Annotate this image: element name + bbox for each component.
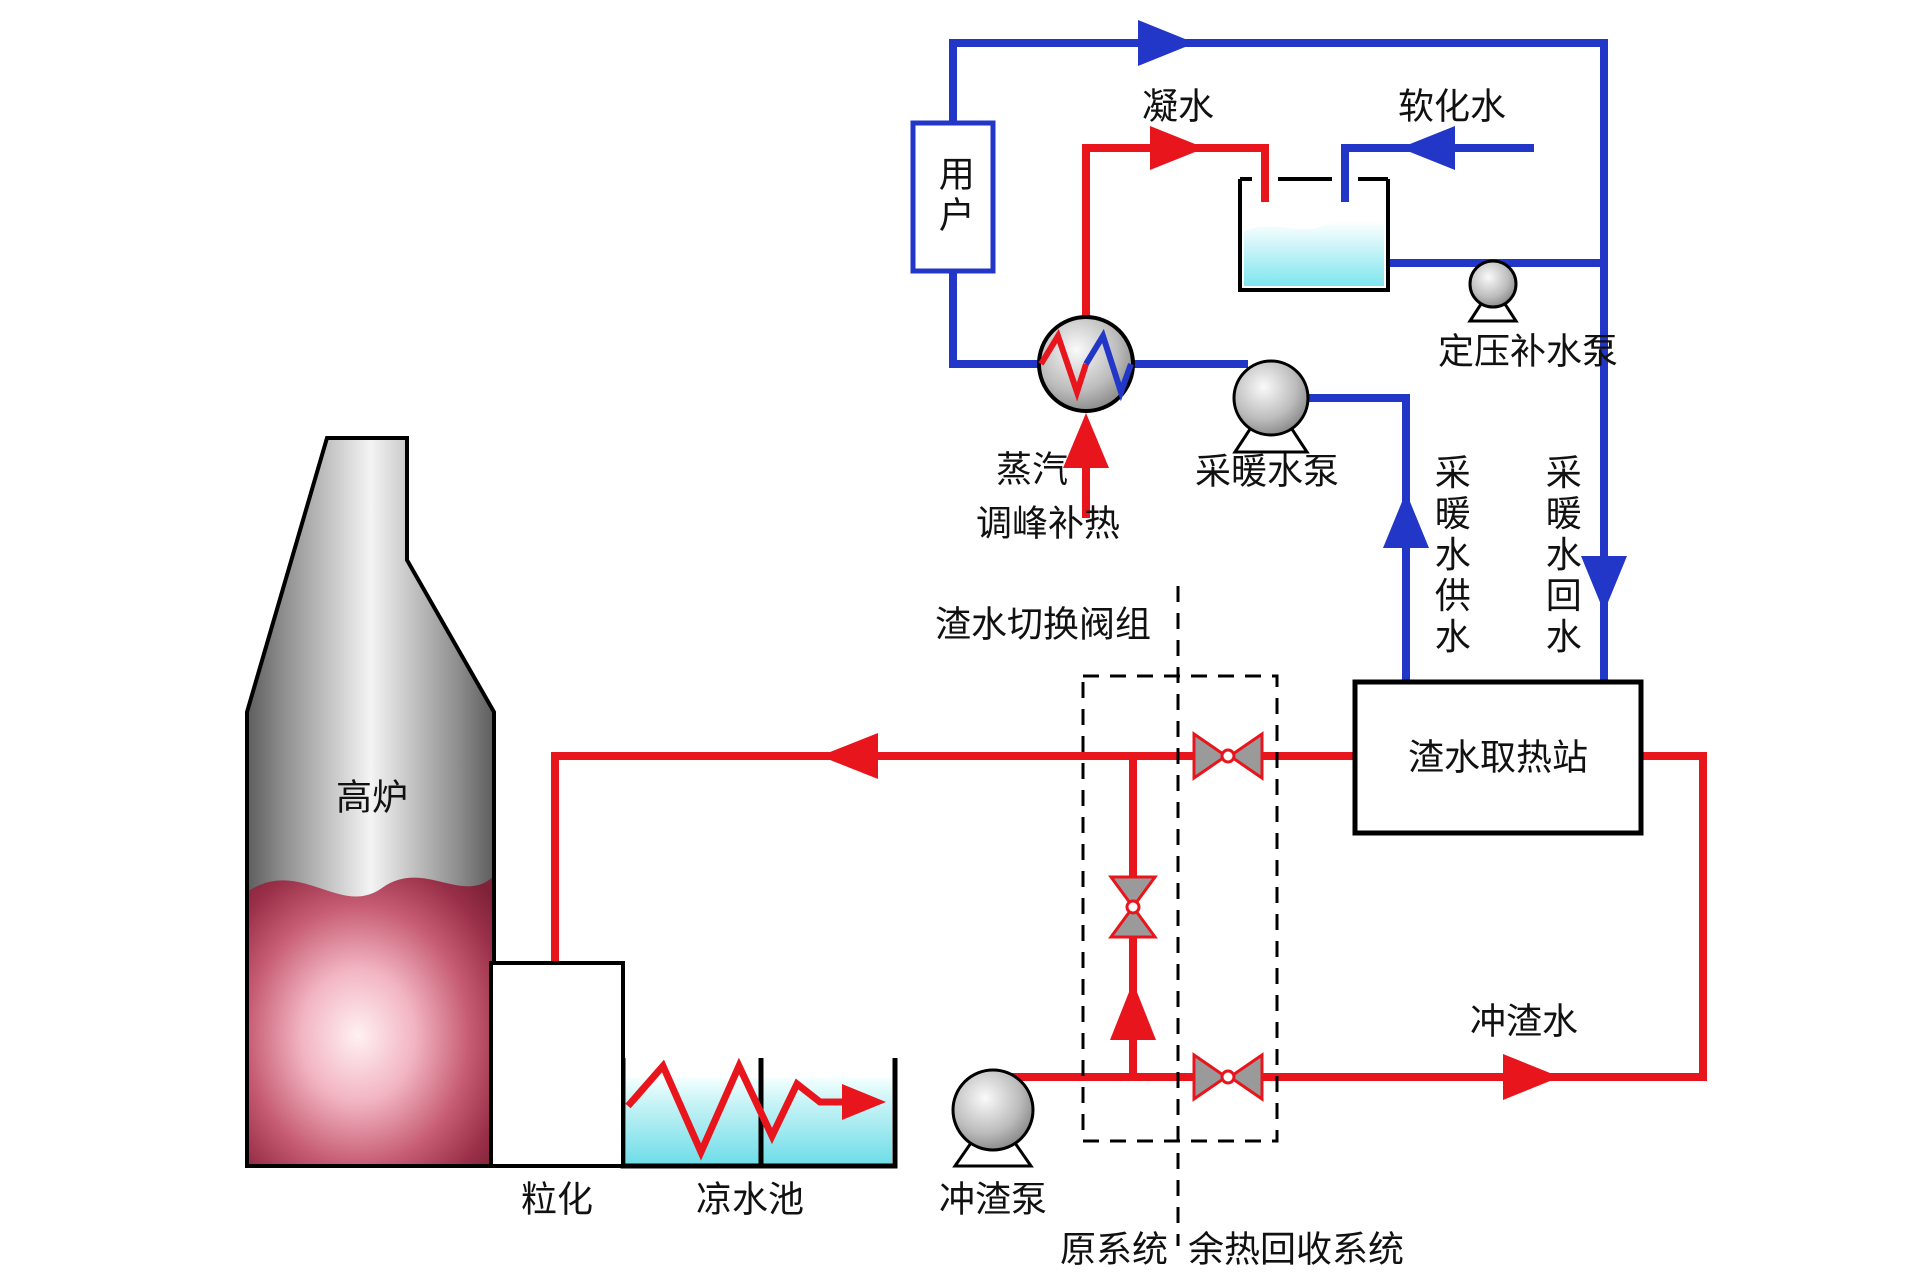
label-condensate: 凝水 bbox=[1141, 86, 1215, 128]
pipe-heating-supply bbox=[1265, 394, 1410, 682]
label-original-system: 原系统 bbox=[1059, 1229, 1169, 1271]
granulation-box bbox=[489, 961, 625, 1168]
pipe-heating-return bbox=[949, 39, 1608, 682]
pipe-user-supply bbox=[949, 271, 1041, 368]
label-heating-pump: 采暖水泵 bbox=[1194, 451, 1340, 493]
arrow-hot-left bbox=[820, 733, 878, 779]
pipe-slag-water-main bbox=[993, 752, 1707, 1081]
makeup-pump-body bbox=[1468, 259, 1518, 309]
slag-water-zigzag bbox=[625, 1057, 844, 1161]
heat-exchanger bbox=[1037, 315, 1135, 413]
label-softened-water: 软化水 bbox=[1397, 86, 1507, 128]
arrow-slag-right bbox=[1503, 1054, 1560, 1100]
arrow-return-down bbox=[1581, 556, 1627, 612]
label-recovery-system: 余热回收系统 bbox=[1187, 1229, 1405, 1271]
heating-water-pump bbox=[1232, 359, 1310, 454]
label-heat-station: 渣水取热站 bbox=[1407, 737, 1589, 779]
valve-hot-supply bbox=[1192, 731, 1264, 781]
tank-border bbox=[1238, 177, 1390, 292]
arrow-supply-up bbox=[1383, 492, 1429, 548]
arrow-bypass-up bbox=[1110, 982, 1156, 1040]
label-steam: 蒸汽 bbox=[995, 449, 1069, 491]
label-user: 用户 bbox=[932, 155, 974, 237]
pipe-softened-water bbox=[1341, 144, 1534, 202]
heat-exchanger-coil-hot bbox=[1038, 328, 1089, 402]
slag-pump bbox=[951, 1068, 1035, 1168]
label-valve-group: 渣水切换阀组 bbox=[934, 604, 1152, 646]
tank-water bbox=[1244, 220, 1384, 286]
slag-pump-body bbox=[951, 1068, 1035, 1152]
pipe-hot-to-granulation bbox=[551, 752, 1355, 975]
expansion-tank bbox=[1242, 181, 1386, 288]
label-peak-heating: 调峰补热 bbox=[975, 503, 1121, 545]
zigzag-arrow-right bbox=[842, 1084, 886, 1120]
label-slag-pump: 冲渣泵 bbox=[938, 1179, 1048, 1221]
label-furnace: 高炉 bbox=[335, 777, 409, 819]
label-return-water: 采暖水回水 bbox=[1539, 453, 1581, 659]
label-makeup-pump: 定压补水泵 bbox=[1437, 331, 1619, 373]
user-box bbox=[910, 120, 996, 274]
arrow-steam-up bbox=[1063, 413, 1109, 468]
heat-station-box bbox=[1352, 679, 1644, 836]
arrow-condensate-right bbox=[1150, 126, 1205, 170]
label-supply-water: 采暖水供水 bbox=[1428, 453, 1470, 659]
arrow-softened-left bbox=[1400, 126, 1455, 170]
arrow-return-right bbox=[1138, 20, 1195, 66]
label-cooling-pool: 凉水池 bbox=[695, 1179, 805, 1221]
heat-exchanger-coil-cold bbox=[1083, 328, 1134, 402]
heating-pump-body bbox=[1232, 359, 1310, 437]
valve-slag-water bbox=[1192, 1052, 1264, 1102]
label-slag-water: 冲渣水 bbox=[1469, 1001, 1579, 1043]
makeup-water-pump bbox=[1467, 259, 1519, 323]
blast-furnace bbox=[245, 436, 496, 1168]
label-granulation: 粒化 bbox=[520, 1179, 594, 1221]
furnace-outline bbox=[245, 436, 496, 1168]
valve-group-box bbox=[1081, 674, 1279, 1143]
valve-bypass bbox=[1108, 875, 1158, 939]
furnace-molten-slag bbox=[247, 876, 494, 1166]
